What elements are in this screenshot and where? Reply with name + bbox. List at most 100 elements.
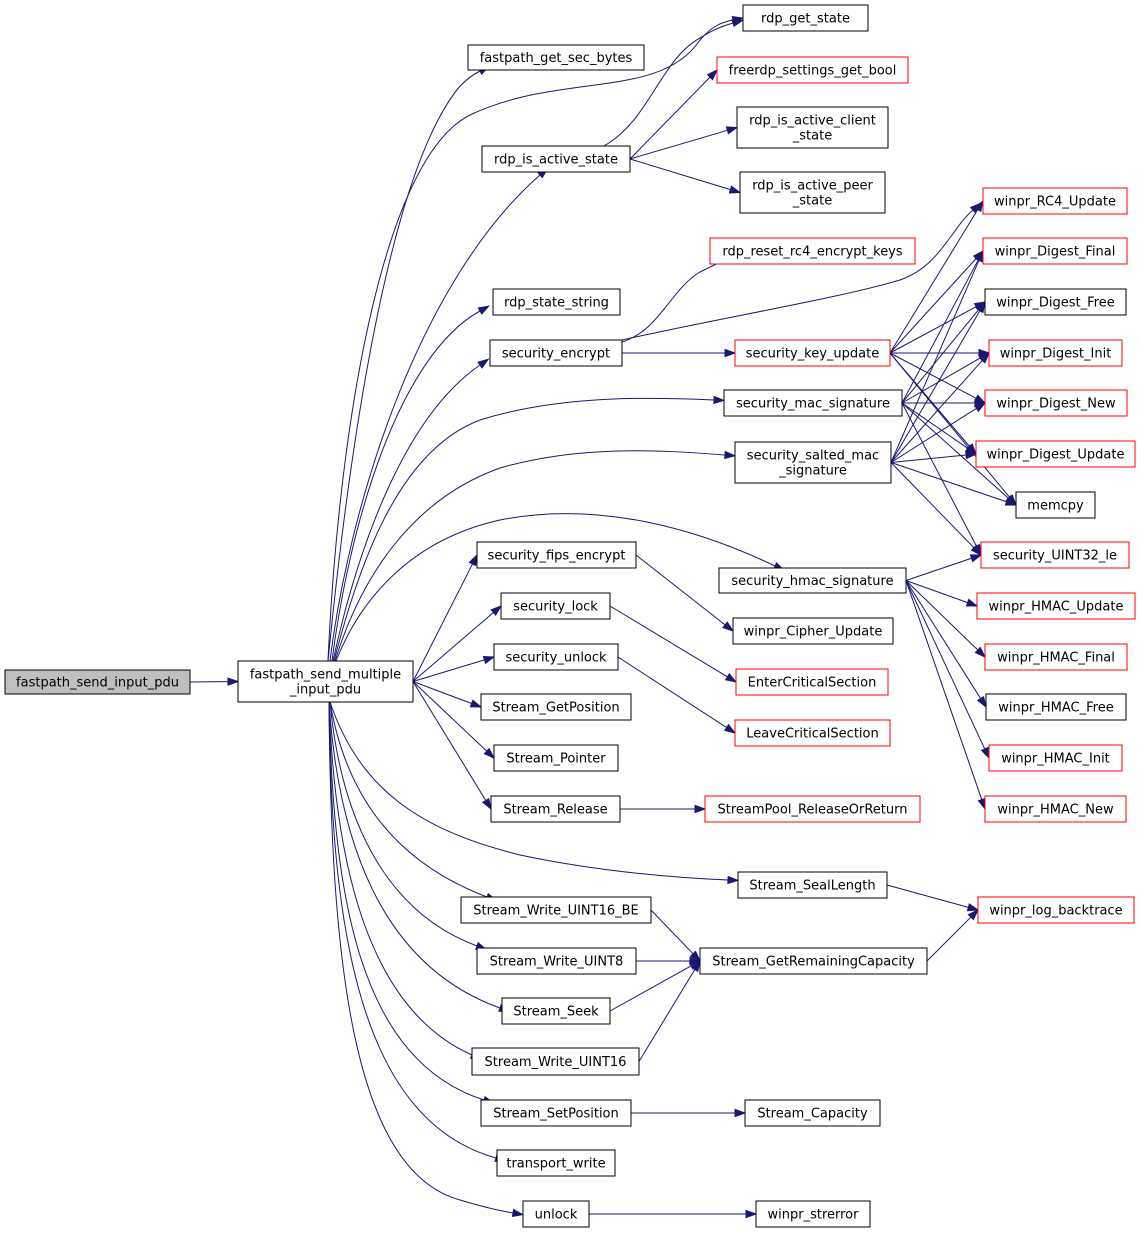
node-leavecriticalsection[interactable]: LeaveCriticalSection — [734, 719, 891, 747]
node-winpr-log-backtrace[interactable]: winpr_log_backtrace — [977, 896, 1135, 924]
node-box — [736, 106, 889, 149]
node-winpr-digest-init[interactable]: winpr_Digest_Init — [988, 339, 1123, 367]
node-stream-getremainingcapacity[interactable]: Stream_GetRemainingCapacity — [699, 947, 928, 975]
node-winpr-strerror[interactable]: winpr_strerror — [755, 1200, 871, 1228]
node-winpr-hmac-init[interactable]: winpr_HMAC_Init — [988, 744, 1123, 772]
edge-Stream_GetRemainingCapacity-to-winpr_log_backtrace — [926, 908, 980, 962]
edge-fastpath_send_multiple_input_pdu-to-security_mac_signature — [333, 395, 726, 662]
node-stream-capacity[interactable]: Stream_Capacity — [744, 1099, 881, 1127]
node-label: fastpath_get_sec_bytes — [480, 51, 633, 66]
node-security-key-update[interactable]: security_key_update — [734, 339, 891, 367]
node-box — [699, 947, 928, 975]
node-box — [984, 643, 1128, 671]
node-stream-seek[interactable]: Stream_Seek — [501, 997, 611, 1025]
node-unlock[interactable]: unlock — [522, 1200, 590, 1228]
node-box — [742, 4, 869, 32]
node-label: rdp_is_active_peer — [752, 179, 873, 194]
node-rdp-is-active-client-state[interactable]: rdp_is_active_client_state — [736, 106, 889, 149]
node-winpr-rc4-update[interactable]: winpr_RC4_Update — [982, 187, 1128, 215]
node-label: Stream_Write_UINT16_BE — [473, 904, 639, 919]
node-label: rdp_get_state — [761, 12, 850, 27]
node-stream-pointer[interactable]: Stream_Pointer — [493, 744, 619, 772]
node-box — [723, 389, 903, 417]
node-box — [744, 1099, 881, 1127]
edge-fastpath_send_multiple_input_pdu-to-security_encrypt — [332, 358, 490, 662]
edge-fastpath_send_multiple_input_pdu-to-security_salted_mac_signature — [334, 450, 737, 662]
node-box — [496, 1149, 616, 1177]
node-label: security_lock — [513, 600, 598, 615]
node-box — [988, 339, 1123, 367]
node-label: security_UINT32_le — [993, 549, 1117, 564]
node-winpr-digest-final[interactable]: winpr_Digest_Final — [982, 237, 1128, 265]
node-stream-seallength[interactable]: Stream_SealLength — [737, 871, 888, 899]
node-fastpath-send-multiple-input-pdu[interactable]: fastpath_send_multiple_input_pdu — [237, 660, 414, 703]
node-box — [492, 288, 621, 316]
edge-security_hmac_signature-to-winpr_HMAC_Init — [905, 580, 990, 760]
node-box — [501, 997, 611, 1025]
node-winpr-digest-new[interactable]: winpr_Digest_New — [984, 389, 1128, 417]
node-label: security_hmac_signature — [731, 574, 893, 589]
node-security-uint32-le[interactable]: security_UINT32_le — [980, 541, 1130, 569]
node-stream-release[interactable]: Stream_Release — [490, 795, 621, 823]
node-winpr-digest-free[interactable]: winpr_Digest_Free — [984, 288, 1127, 316]
node-box — [982, 187, 1128, 215]
node-security-mac-signature[interactable]: security_mac_signature — [723, 389, 903, 417]
node-box — [467, 44, 645, 71]
edge-Stream_Write_UINT16_BE-to-Stream_GetRemainingCapacity — [650, 909, 702, 963]
node-streampool-releaseorreturn[interactable]: StreamPool_ReleaseOrReturn — [704, 795, 921, 823]
node-stream-write-uint16[interactable]: Stream_Write_UINT16 — [471, 1047, 640, 1076]
node-freerdp-settings-get-bool[interactable]: freerdp_settings_get_bool — [716, 56, 909, 84]
node-box — [489, 339, 623, 367]
node-winpr-hmac-update[interactable]: winpr_HMAC_Update — [976, 592, 1136, 620]
node-entercriticalsection[interactable]: EnterCriticalSection — [735, 668, 889, 696]
node-security-unlock[interactable]: security_unlock — [493, 643, 619, 671]
node-security-hmac-signature[interactable]: security_hmac_signature — [718, 567, 907, 594]
node-label: Stream_Capacity — [757, 1107, 868, 1122]
node-winpr-hmac-final[interactable]: winpr_HMAC_Final — [984, 643, 1128, 671]
node-winpr-hmac-new[interactable]: winpr_HMAC_New — [984, 795, 1127, 823]
node-label: fastpath_send_multiple — [250, 668, 401, 683]
node-security-salted-mac-signature[interactable]: security_salted_mac_signature — [734, 441, 892, 484]
node-fastpath-get-sec-bytes[interactable]: fastpath_get_sec_bytes — [467, 44, 645, 71]
node-rdp-is-active-peer-state[interactable]: rdp_is_active_peer_state — [739, 171, 886, 214]
node-box — [734, 719, 891, 747]
node-memcpy[interactable]: memcpy — [1015, 491, 1096, 519]
node-winpr-hmac-free[interactable]: winpr_HMAC_Free — [985, 693, 1127, 721]
edge-Stream_Write_UINT16-to-Stream_GetRemainingCapacity — [638, 959, 701, 1062]
node-rdp-reset-rc4-encrypt-keys[interactable]: rdp_reset_rc4_encrypt_keys — [709, 237, 916, 265]
node-winpr-cipher-update[interactable]: winpr_Cipher_Update — [732, 617, 894, 645]
node-security-lock[interactable]: security_lock — [500, 592, 611, 620]
node-rdp-is-active-state[interactable]: rdp_is_active_state — [481, 145, 631, 173]
node-stream-getposition[interactable]: Stream_GetPosition — [480, 693, 632, 721]
node-rdp-get-state[interactable]: rdp_get_state — [742, 4, 869, 32]
node-box — [985, 693, 1127, 721]
node-security-encrypt[interactable]: security_encrypt — [489, 339, 623, 367]
node-box — [476, 947, 637, 975]
node-stream-write-uint16-be[interactable]: Stream_Write_UINT16_BE — [460, 896, 652, 924]
node-winpr-digest-update[interactable]: winpr_Digest_Update — [975, 440, 1136, 468]
node-fastpath-send-input-pdu[interactable]: fastpath_send_input_pdu — [4, 669, 191, 695]
edge-Stream_SetPosition-to-Stream_Capacity — [631, 1108, 747, 1118]
edge-fastpath_send_multiple_input_pdu-to-Stream_Release — [412, 681, 492, 811]
node-stream-setposition[interactable]: Stream_SetPosition — [480, 1099, 632, 1127]
node-label: StreamPool_ReleaseOrReturn — [718, 803, 908, 818]
node-box — [739, 171, 886, 214]
node-security-fips-encrypt[interactable]: security_fips_encrypt — [476, 541, 637, 569]
edge-fastpath_send_multiple_input_pdu-to-Stream_SealLength — [329, 701, 740, 885]
node-box — [732, 617, 894, 645]
edge-Stream_SealLength-to-winpr_log_backtrace — [886, 884, 980, 912]
node-label: LeaveCriticalSection — [746, 727, 878, 742]
node-box — [984, 795, 1127, 823]
edge-security_salted_mac_signature-to-winpr_Digest_Init — [890, 351, 991, 463]
node-stream-write-uint8[interactable]: Stream_Write_UINT8 — [476, 947, 637, 975]
node-rdp-state-string[interactable]: rdp_state_string — [492, 288, 621, 316]
node-label: fastpath_send_input_pdu — [16, 676, 179, 691]
edge-security_lock-to-EnterCriticalSection — [609, 605, 738, 683]
node-box — [471, 1047, 640, 1076]
node-box — [718, 567, 907, 594]
node-box — [1015, 491, 1096, 519]
node-label: rdp_is_active_state — [494, 153, 618, 168]
node-transport-write[interactable]: transport_write — [496, 1149, 616, 1177]
edges-layer — [189, 15, 1018, 1219]
node-label: _signature — [778, 464, 847, 479]
